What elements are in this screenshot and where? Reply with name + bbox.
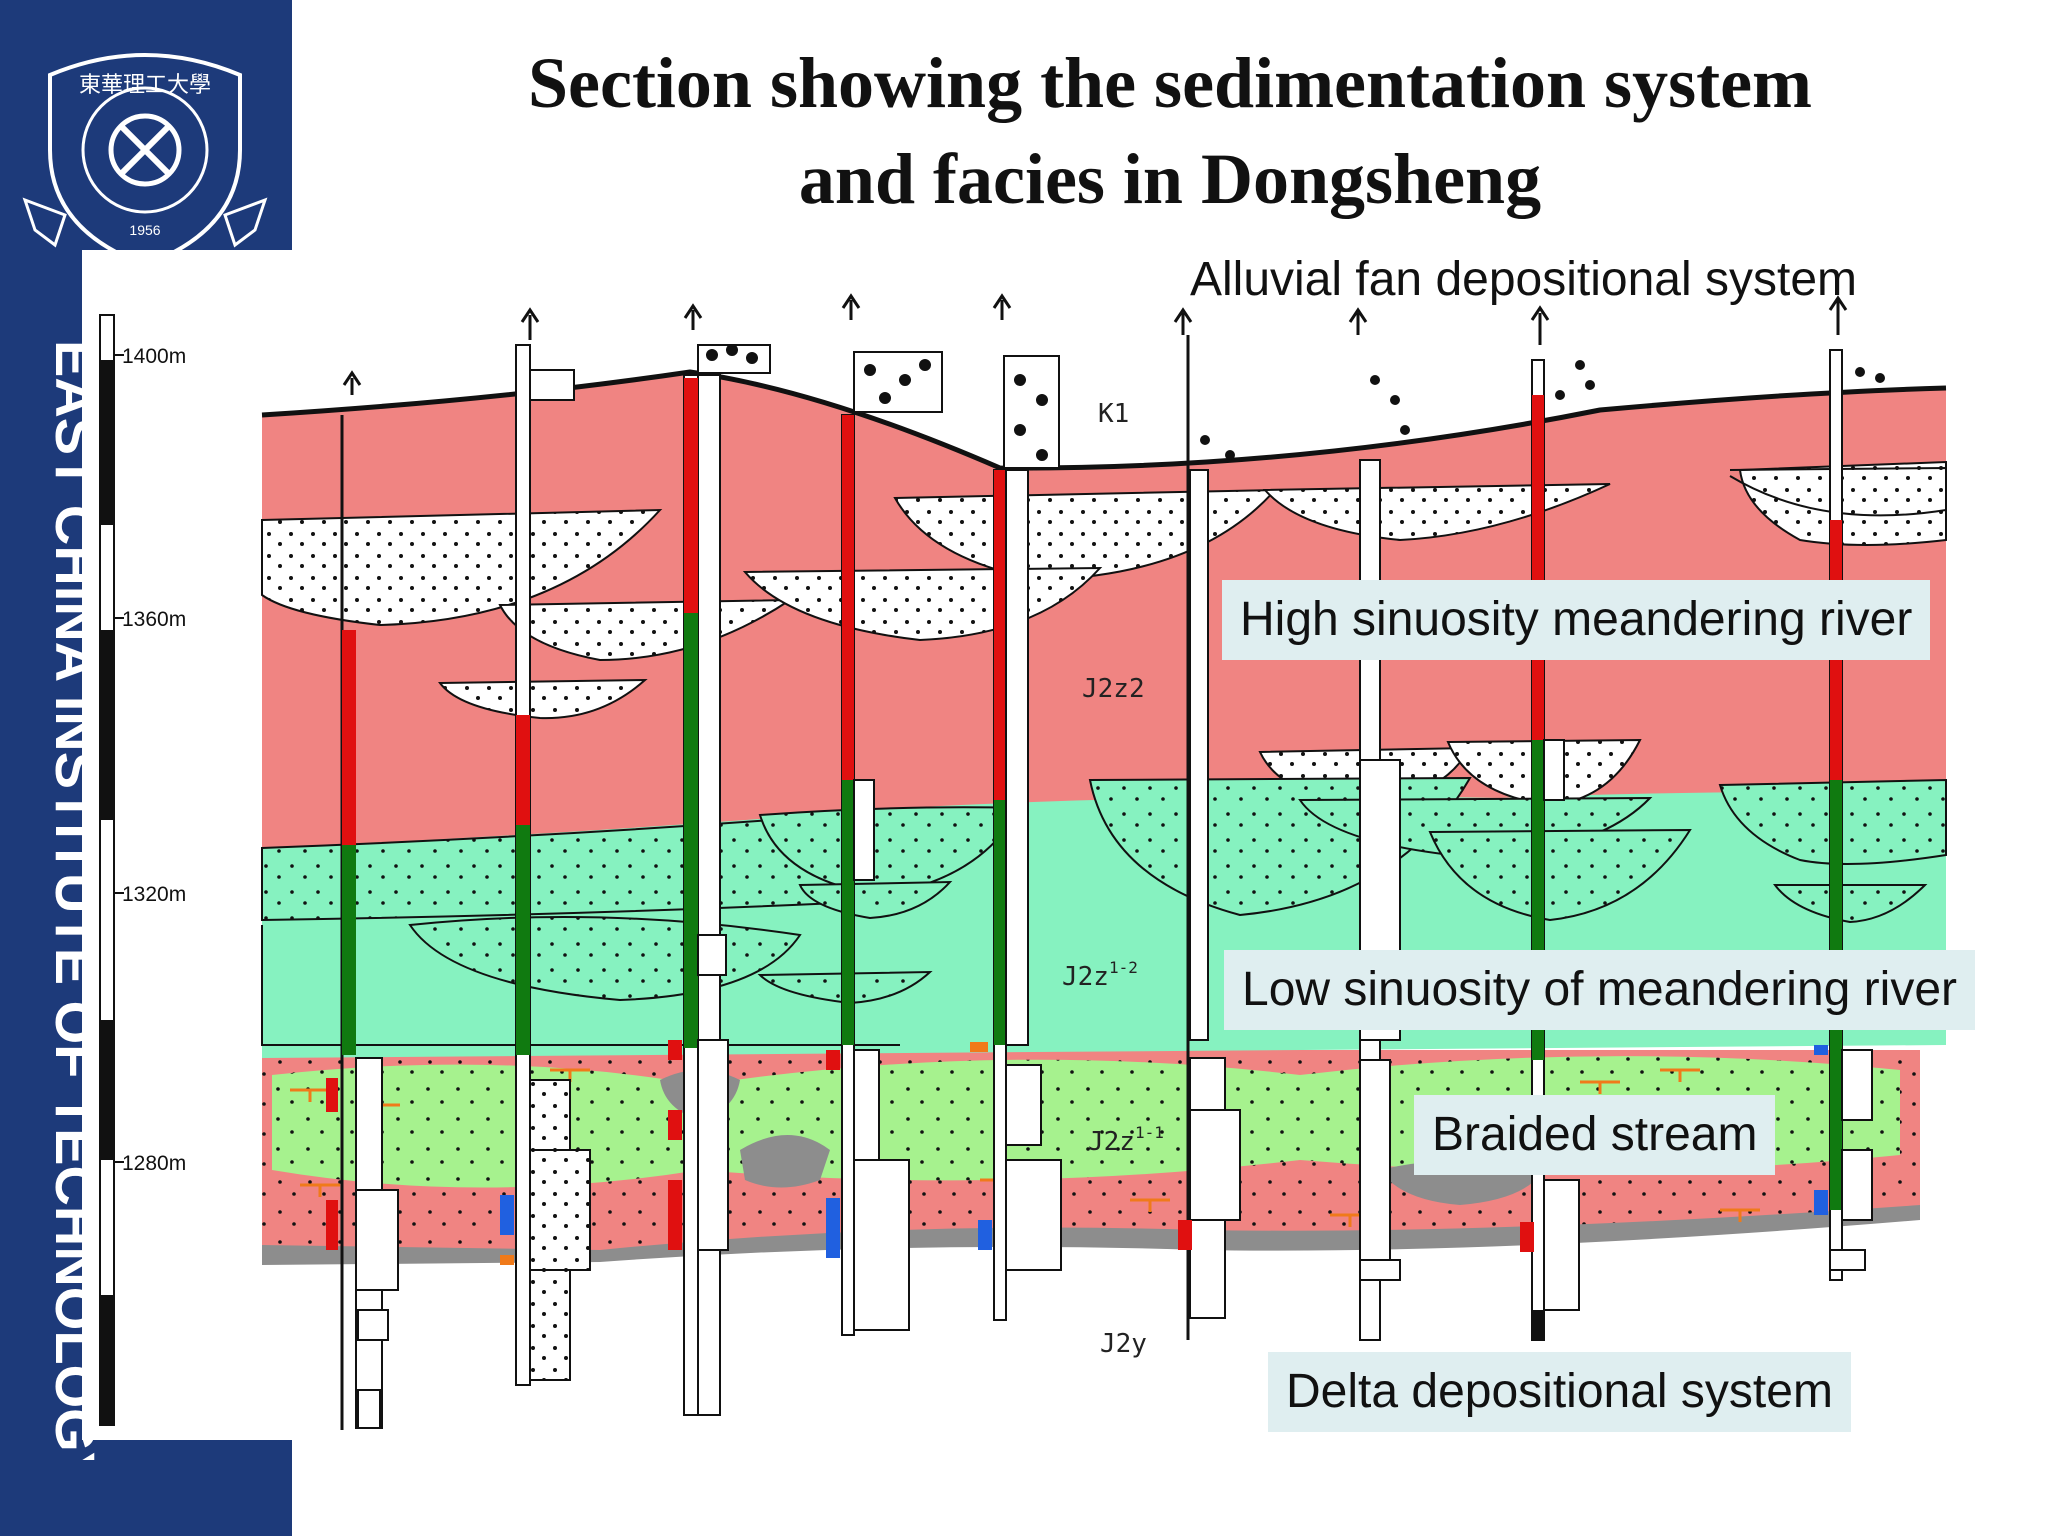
university-logo: 東華理工大學 1956 [22, 53, 268, 268]
conglomerate-blocks [697, 344, 1885, 469]
formation-label-j2z12-base: J2z [1062, 962, 1109, 992]
logo-shield [48, 53, 242, 268]
depth-tick-1400: 1400m [122, 345, 186, 368]
formation-label-j2z11-sup: 1-1 [1135, 1123, 1164, 1142]
title-line-2: and facies in Dongsheng [798, 139, 1542, 219]
formation-label-j2y: J2y [1100, 1329, 1147, 1359]
formation-label-j2z12-sup: 1-2 [1109, 958, 1138, 977]
well-6 [1173, 307, 1241, 1340]
formation-label-j2z11: J2z1-1 [1088, 1123, 1164, 1157]
formation-label-k1: K1 [1098, 399, 1129, 429]
label-high-sinuosity: High sinuosity meandering river [1222, 580, 1931, 660]
label-delta: Delta depositional system [1268, 1352, 1851, 1432]
well-1 [326, 370, 399, 1430]
formation-label-j2z11-base: J2z [1088, 1127, 1135, 1157]
slide-title: Section showing the sedimentation system… [380, 35, 1960, 227]
formation-label-j2z12: J2z1-2 [1062, 958, 1138, 992]
label-braided-stream: Braided stream [1414, 1095, 1776, 1175]
logo-chinese-text: 東華理工大學 [79, 73, 211, 98]
well-4 [826, 293, 910, 1336]
formation-label-j2z2: J2z2 [1082, 674, 1145, 704]
depth-scale: 1400m 1360m 1320m 1280m [99, 314, 186, 1426]
braided-gray-lens-2 [740, 1135, 830, 1188]
well-3 [668, 303, 729, 1416]
depth-tick-1320: 1320m [122, 883, 186, 906]
depth-tick-1360: 1360m [122, 608, 186, 631]
well-5 [970, 293, 1062, 1321]
label-alluvial-fan: Alluvial fan depositional system [1190, 253, 1858, 306]
logo-year: 1956 [129, 222, 160, 238]
well-2 [500, 307, 591, 1386]
formation-labels: K1 J2z2 J2z1-2 J2z1-1 J2y [1062, 399, 1164, 1359]
depth-tick-1280: 1280m [122, 1152, 186, 1175]
title-line-1: Section showing the sedimentation system [527, 43, 1812, 123]
label-low-sinuosity: Low sinuosity of meandering river [1224, 950, 1976, 1030]
